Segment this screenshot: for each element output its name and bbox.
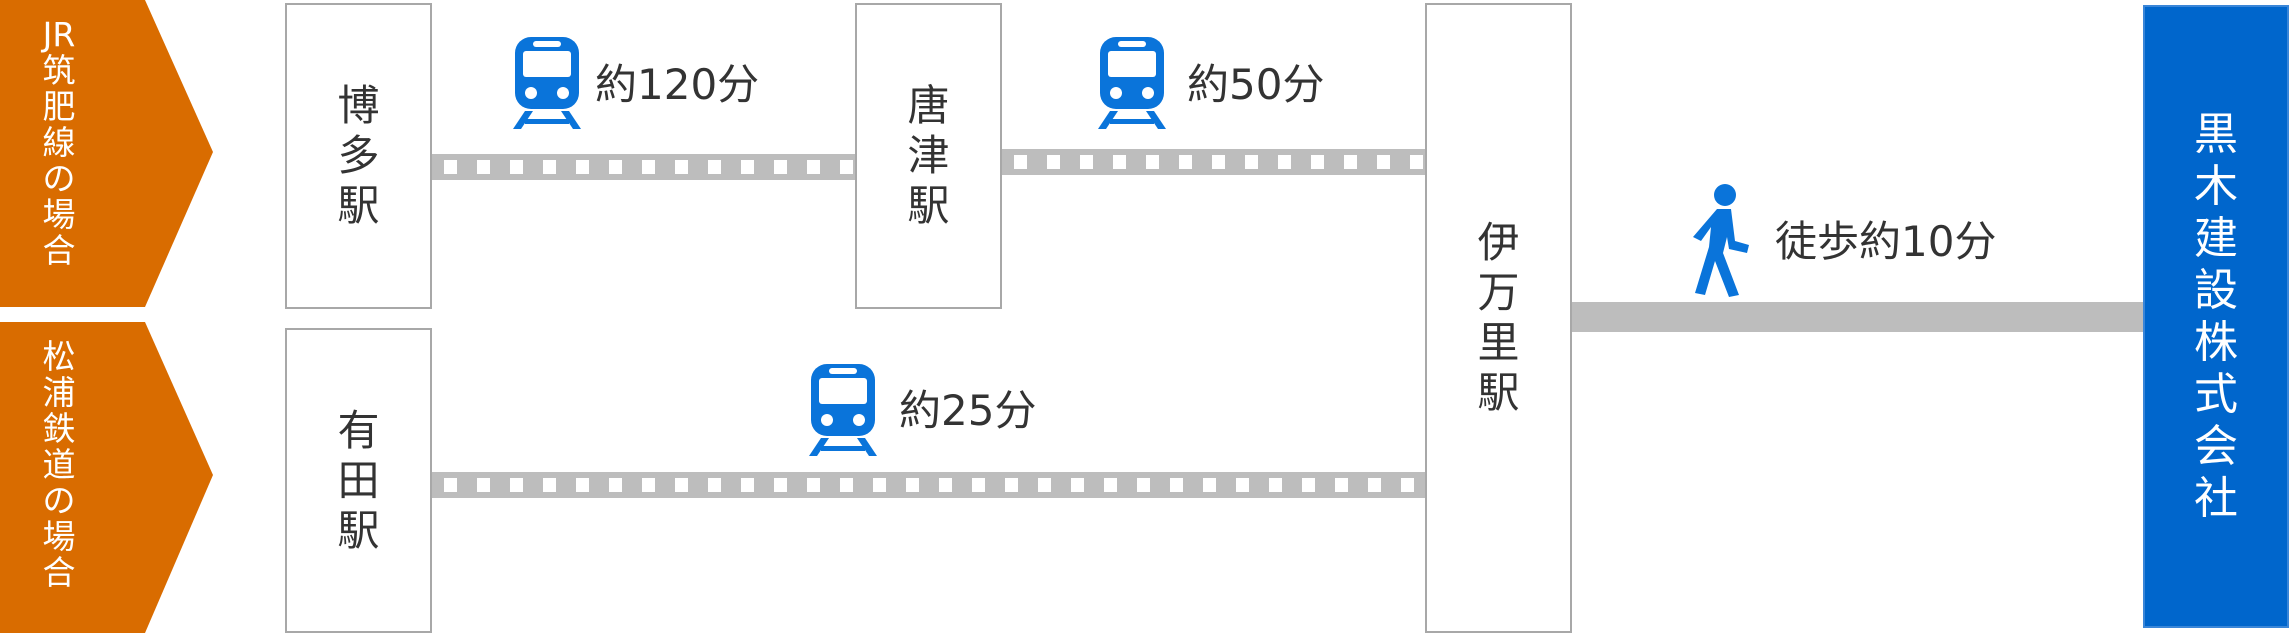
tag-char: 合 xyxy=(42,231,76,270)
station-char: 伊 xyxy=(1477,218,1520,267)
tag-char: の xyxy=(42,159,76,198)
station-char: 田 xyxy=(337,455,380,505)
time-label-karatsu-imari: 約50分 xyxy=(1187,60,1325,109)
time-label-walk: 徒歩約10分 xyxy=(1775,217,1997,266)
rail-track-hakata-karatsu xyxy=(430,154,856,180)
destination-char: 社 xyxy=(2194,472,2238,524)
tag-char: 場 xyxy=(42,195,76,234)
train-icon xyxy=(513,37,581,129)
destination-char: 式 xyxy=(2194,368,2238,420)
destination-char: 建 xyxy=(2194,212,2238,264)
tag-char: 浦 xyxy=(42,373,76,412)
station-char: 博 xyxy=(337,81,380,130)
station-char: 駅 xyxy=(337,505,380,555)
route-tag-shape xyxy=(0,322,213,633)
station-char: 唐 xyxy=(907,81,950,130)
station-char: 有 xyxy=(337,405,380,455)
tag-char: 肥 xyxy=(42,87,76,126)
station-char: 里 xyxy=(1477,318,1520,367)
tag-char: JR xyxy=(42,15,76,54)
rail-track-karatsu-imari xyxy=(1000,149,1426,175)
station-char: 駅 xyxy=(907,181,950,230)
walkway xyxy=(1571,302,2143,332)
station-hakata: 博 多 駅 xyxy=(285,3,432,309)
route-tag-label: 松 浦 鉄 道 の 場 合 xyxy=(0,339,118,591)
destination-char: 木 xyxy=(2194,160,2238,212)
destination-char: 設 xyxy=(2194,264,2238,316)
tag-char: 筑 xyxy=(42,51,76,90)
destination-char: 会 xyxy=(2194,420,2238,472)
rail-track-arita-imari xyxy=(430,472,1426,498)
route-tag-matsuura: 松 浦 鉄 道 の 場 合 xyxy=(0,322,215,633)
tag-char: 道 xyxy=(42,445,76,484)
route-tag-label: JR 筑 肥 線 の 場 合 xyxy=(0,17,118,269)
station-char: 津 xyxy=(907,131,950,180)
pedestrian-icon xyxy=(1693,184,1749,297)
station-char: 駅 xyxy=(337,181,380,230)
station-char: 万 xyxy=(1477,268,1520,317)
station-char: 駅 xyxy=(1477,368,1520,417)
destination-kuroki-kensetsu: 黒 木 建 設 株 式 会 社 xyxy=(2143,5,2289,628)
route-tag-shape xyxy=(0,0,213,307)
destination-char: 黒 xyxy=(2194,108,2238,160)
route-tag-jr-chikuhi: JR 筑 肥 線 の 場 合 xyxy=(0,0,215,307)
tag-char: 合 xyxy=(42,553,76,592)
time-label-arita-imari: 約25分 xyxy=(899,386,1037,435)
tag-char: 松 xyxy=(42,337,76,376)
station-karatsu: 唐 津 駅 xyxy=(855,3,1002,309)
train-icon xyxy=(1098,37,1166,129)
time-label-hakata-karatsu: 約120分 xyxy=(595,60,760,109)
tag-char: 場 xyxy=(42,517,76,556)
station-char: 多 xyxy=(337,131,380,180)
tag-char: 線 xyxy=(42,123,76,162)
station-arita: 有 田 駅 xyxy=(285,328,432,633)
tag-char: 鉄 xyxy=(42,409,76,448)
destination-char: 株 xyxy=(2194,316,2238,368)
station-imari: 伊 万 里 駅 xyxy=(1425,3,1572,633)
tag-char: の xyxy=(42,481,76,520)
train-icon xyxy=(809,364,877,456)
